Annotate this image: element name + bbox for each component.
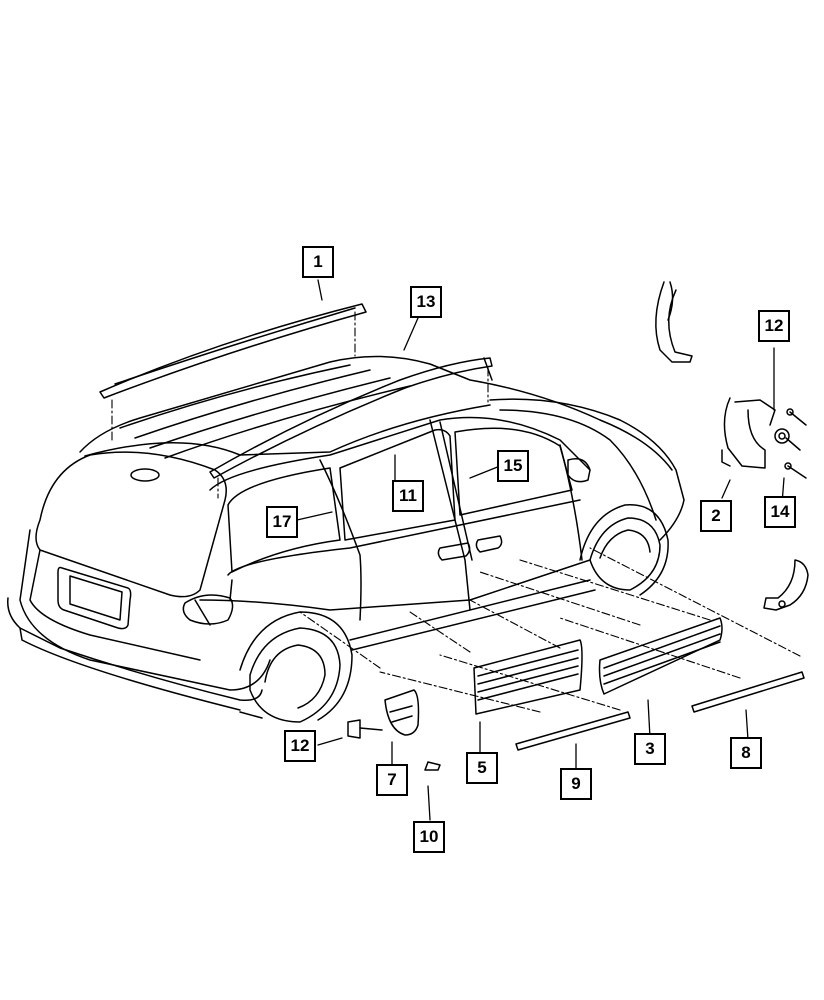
sill-strip-part bbox=[515, 671, 805, 751]
callout-5: 5 bbox=[466, 752, 498, 784]
callout-1: 1 bbox=[302, 246, 334, 278]
callout-3: 3 bbox=[634, 733, 666, 765]
callout-14: 14 bbox=[764, 496, 796, 528]
callout-12-top: 12 bbox=[758, 310, 790, 342]
rear-flare-part bbox=[347, 689, 441, 771]
alignment-lines bbox=[111, 311, 801, 713]
van-body bbox=[7, 355, 685, 723]
callout-9: 9 bbox=[560, 768, 592, 800]
front-fender-flare-part bbox=[655, 281, 809, 611]
door-molding-part bbox=[473, 617, 723, 715]
callout-8: 8 bbox=[730, 737, 762, 769]
roof-rail-part bbox=[99, 303, 367, 399]
callout-15: 15 bbox=[497, 450, 529, 482]
leader-lines bbox=[296, 279, 785, 821]
callout-7: 7 bbox=[376, 764, 408, 796]
callout-17: 17 bbox=[266, 506, 298, 538]
callout-11: 11 bbox=[392, 480, 424, 512]
callout-13: 13 bbox=[410, 286, 442, 318]
callout-10: 10 bbox=[413, 821, 445, 853]
callout-2: 2 bbox=[700, 500, 732, 532]
callout-12-bottom: 12 bbox=[284, 730, 316, 762]
